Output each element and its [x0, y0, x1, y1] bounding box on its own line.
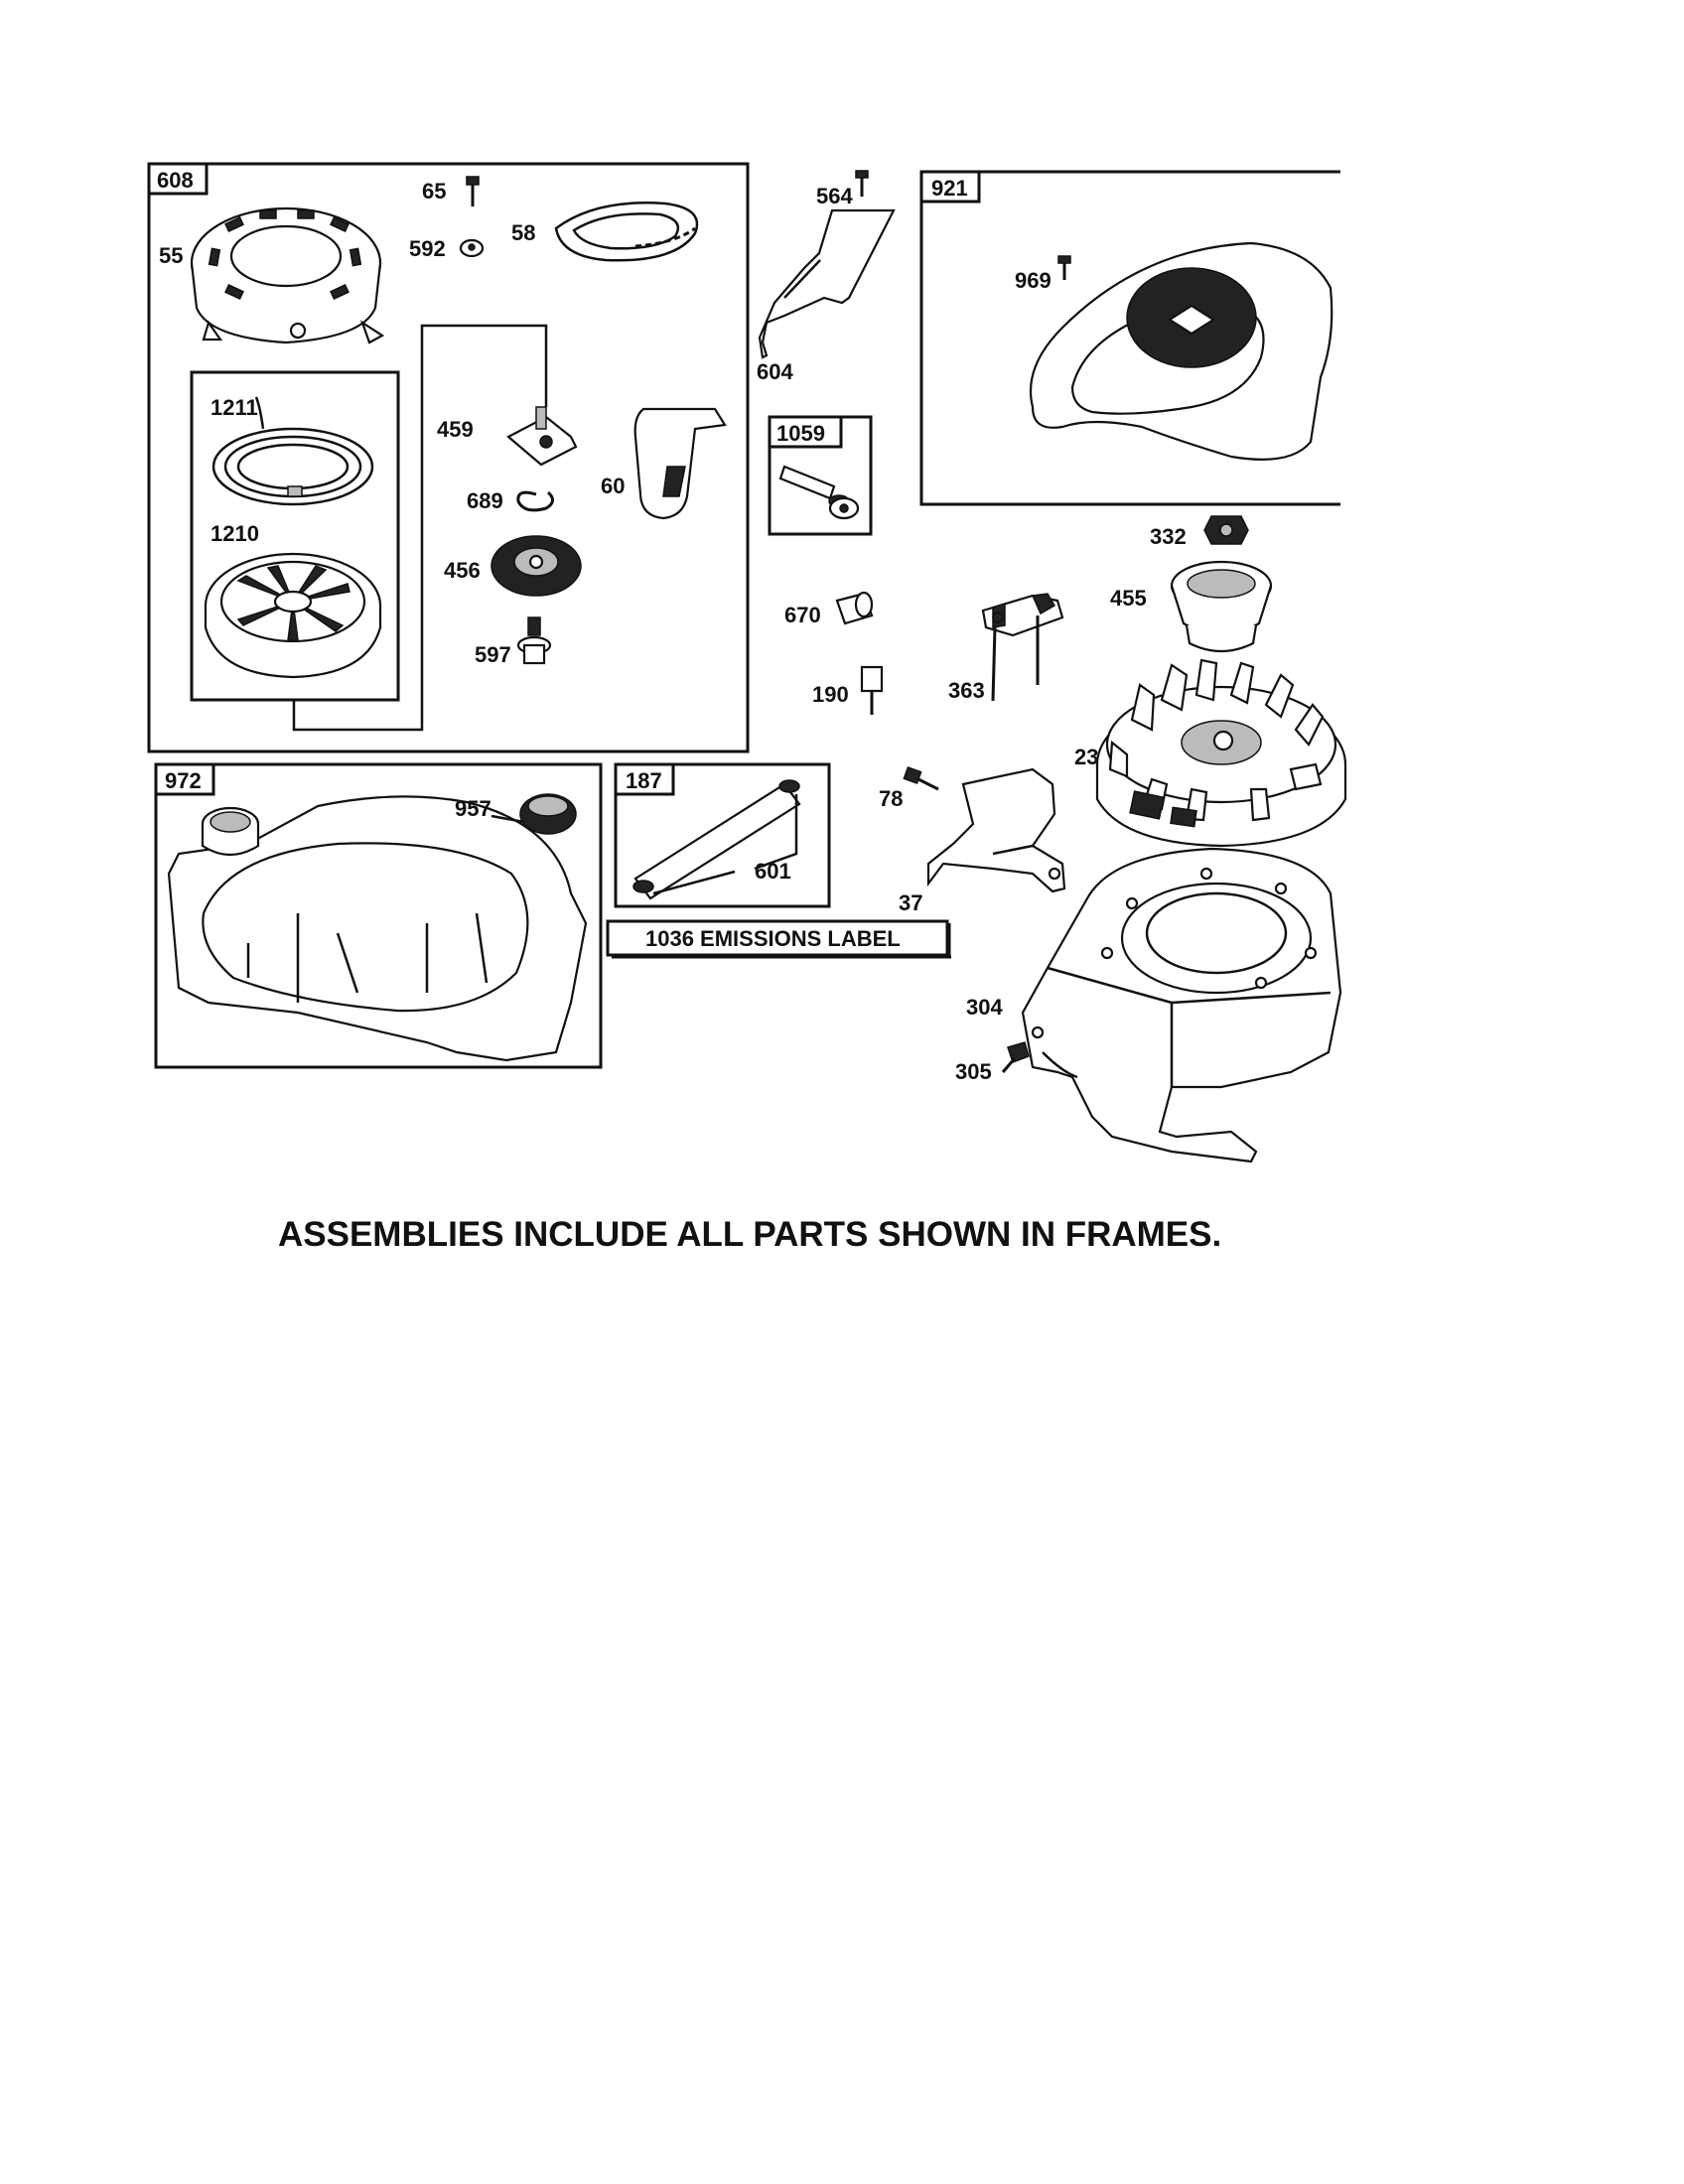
- ratchet-456: [491, 535, 582, 597]
- frame-187-label: 187: [626, 768, 662, 793]
- screw-65: [466, 176, 480, 206]
- label-58: 58: [511, 220, 535, 245]
- label-37: 37: [899, 890, 922, 915]
- label-332: 332: [1150, 524, 1187, 549]
- label-456: 456: [444, 558, 481, 583]
- flywheel-23: [1095, 658, 1347, 848]
- stud-190: [860, 665, 884, 715]
- part-957: [491, 793, 577, 835]
- label-23: 23: [1074, 745, 1098, 769]
- screw-78: [903, 766, 939, 791]
- blower-housing-972: [167, 795, 588, 1062]
- starter-rope-58: [554, 202, 699, 262]
- label-60: 60: [601, 474, 625, 498]
- label-564: 564: [816, 184, 853, 208]
- label-55: 55: [159, 243, 183, 268]
- frame-608-label: 608: [157, 168, 194, 193]
- blower-cover: [1029, 241, 1333, 461]
- label-969: 969: [1015, 268, 1052, 293]
- label-459: 459: [437, 417, 474, 442]
- frame-972-label: 972: [165, 768, 202, 793]
- label-1211: 1211: [210, 395, 258, 420]
- frame-921: 921: [919, 170, 1340, 506]
- starter-housing: [190, 206, 385, 344]
- label-304: 304: [966, 995, 1003, 1020]
- retainer-689: [516, 490, 554, 512]
- label-592: 592: [409, 236, 446, 261]
- starter-cup-455: [1170, 560, 1273, 653]
- label-957: 957: [455, 796, 491, 821]
- frame-1059-label: 1059: [776, 421, 825, 446]
- starter-handle-60: [633, 407, 727, 520]
- assemblies-note: ASSEMBLIES INCLUDE ALL PARTS SHOWN IN FR…: [278, 1215, 1221, 1254]
- label-305: 305: [955, 1059, 992, 1084]
- label-1210: 1210: [210, 521, 259, 546]
- pawl-459: [506, 406, 578, 467]
- blower-housing-304: [1021, 847, 1342, 1163]
- pulley-1210: [204, 552, 382, 679]
- emissions-label-box: 1036 EMISSIONS LABEL: [606, 919, 951, 959]
- label-601: 601: [755, 859, 791, 884]
- label-455: 455: [1110, 586, 1147, 611]
- spring-1211: [211, 396, 374, 506]
- nut-332: [1203, 515, 1249, 545]
- screw-305: [1001, 1041, 1030, 1073]
- air-guide-37: [926, 767, 1066, 893]
- spacer-670: [835, 591, 874, 625]
- nut-592: [459, 238, 485, 258]
- frame-921-label: 921: [931, 176, 968, 201]
- screw-597: [516, 616, 552, 665]
- label-597: 597: [475, 642, 511, 667]
- label-604: 604: [757, 359, 793, 384]
- frame-972: 972: [154, 762, 603, 1069]
- label-689: 689: [467, 488, 503, 513]
- label-78: 78: [879, 786, 903, 811]
- bracket-363: [981, 593, 1064, 702]
- label-65: 65: [422, 179, 446, 204]
- frame-187: 187: [614, 762, 831, 908]
- frame-608: 608: [147, 162, 750, 753]
- emissions-label-text: 1036 EMISSIONS LABEL: [645, 926, 901, 951]
- label-190: 190: [812, 682, 849, 707]
- label-363: 363: [948, 678, 985, 703]
- label-670: 670: [784, 603, 821, 627]
- guide-604: [758, 170, 896, 359]
- frame-1059: 1059: [768, 415, 873, 536]
